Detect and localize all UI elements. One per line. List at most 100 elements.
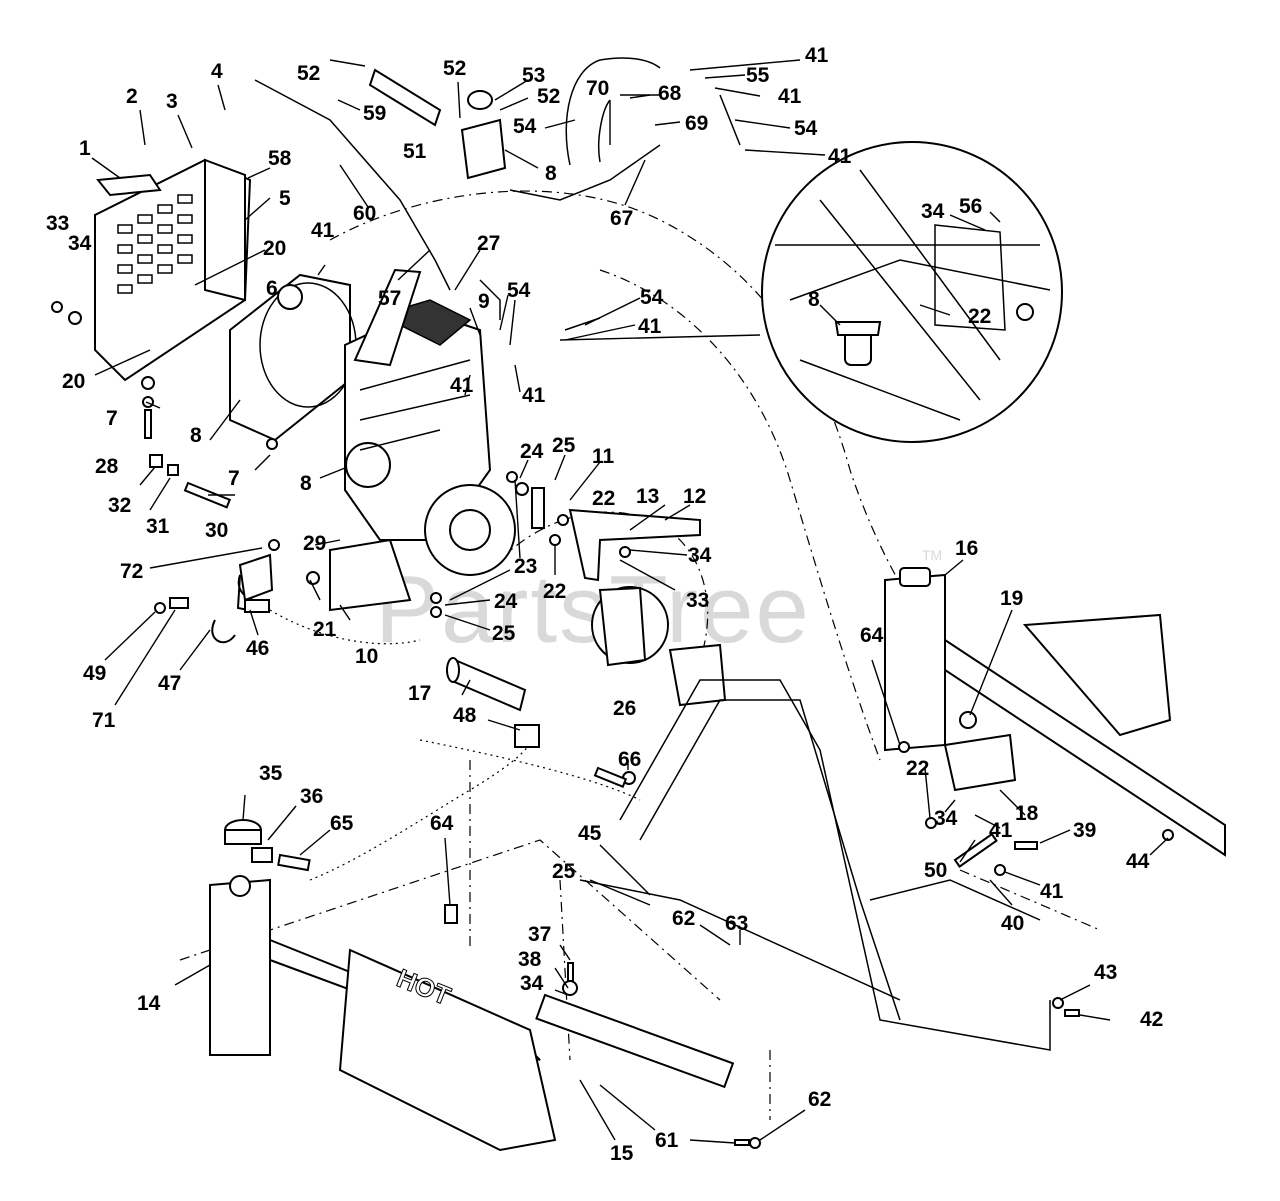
callout-68: 68 bbox=[658, 82, 682, 105]
fuel-tank bbox=[943, 711, 1017, 792]
callout-14: 14 bbox=[137, 992, 161, 1015]
callout-1: 1 bbox=[79, 137, 91, 160]
callout-8a: 8 bbox=[190, 424, 202, 447]
callout-52c: 52 bbox=[537, 85, 560, 108]
callout-56: 56 bbox=[959, 195, 982, 218]
radiator-shroud bbox=[94, 158, 252, 382]
callout-41d: 41 bbox=[311, 219, 335, 242]
callout-70: 70 bbox=[586, 77, 609, 100]
callout-27: 27 bbox=[477, 232, 500, 255]
callout-7a: 7 bbox=[106, 407, 118, 430]
callout-41a: 41 bbox=[805, 44, 829, 67]
right-beam bbox=[944, 613, 1226, 857]
callout-49: 49 bbox=[83, 662, 106, 685]
callout-23: 23 bbox=[514, 555, 537, 578]
callout-54a: 54 bbox=[513, 115, 537, 138]
callout-72: 72 bbox=[120, 560, 143, 583]
callout-45: 45 bbox=[578, 822, 602, 845]
callout-34c: 34 bbox=[688, 544, 712, 567]
callout-12: 12 bbox=[683, 485, 706, 508]
callout-41c: 41 bbox=[828, 145, 852, 168]
callout-22c: 22 bbox=[543, 580, 566, 603]
hydraulic-pump bbox=[591, 586, 727, 707]
callout-33b: 33 bbox=[686, 589, 709, 612]
callout-58: 58 bbox=[268, 147, 292, 170]
detail-circle bbox=[761, 141, 1063, 443]
callout-41b: 41 bbox=[778, 85, 802, 108]
callout-60: 60 bbox=[353, 202, 376, 225]
tank-cap bbox=[224, 819, 262, 845]
callout-50: 50 bbox=[924, 859, 947, 882]
callout-42: 42 bbox=[1140, 1008, 1163, 1031]
callout-48: 48 bbox=[453, 704, 477, 727]
callout-71: 71 bbox=[92, 709, 116, 732]
callout-20b: 20 bbox=[62, 370, 85, 393]
callout-41h: 41 bbox=[989, 819, 1013, 842]
callout-34a: 34 bbox=[68, 232, 92, 255]
callout-labels: 1 2 3 4 5 6 7 7 8 8 8 8 9 10 11 12 13 14… bbox=[46, 44, 1163, 1165]
callout-9: 9 bbox=[478, 290, 490, 313]
callout-44: 44 bbox=[1126, 850, 1150, 873]
callout-62b: 62 bbox=[808, 1088, 831, 1111]
callout-52a: 52 bbox=[297, 62, 320, 85]
callout-57: 57 bbox=[378, 287, 401, 310]
callout-24a: 24 bbox=[520, 440, 544, 463]
callout-2: 2 bbox=[126, 85, 138, 108]
callout-8d: 8 bbox=[808, 288, 820, 311]
callout-41g: 41 bbox=[522, 384, 546, 407]
callout-52b: 52 bbox=[443, 57, 466, 80]
callout-13: 13 bbox=[636, 485, 659, 508]
callout-24b: 24 bbox=[494, 590, 518, 613]
callout-26: 26 bbox=[613, 697, 636, 720]
callout-17: 17 bbox=[408, 682, 431, 705]
callout-37: 37 bbox=[528, 923, 551, 946]
callout-34d: 34 bbox=[934, 807, 958, 830]
engine-mount-plate bbox=[329, 508, 701, 612]
throttle-cable bbox=[254, 79, 451, 291]
callout-15: 15 bbox=[610, 1142, 634, 1165]
callout-28: 28 bbox=[95, 455, 119, 478]
callout-4: 4 bbox=[211, 60, 223, 83]
callout-34b: 34 bbox=[921, 200, 945, 223]
callout-41f: 41 bbox=[450, 374, 474, 397]
callout-8c: 8 bbox=[545, 162, 557, 185]
callout-34e: 34 bbox=[520, 972, 544, 995]
hydraulic-tank bbox=[884, 567, 946, 752]
callout-54b: 54 bbox=[794, 117, 818, 140]
callout-64b: 64 bbox=[430, 812, 454, 835]
callout-22b: 22 bbox=[592, 487, 615, 510]
callout-11: 11 bbox=[592, 445, 615, 468]
callout-31: 31 bbox=[146, 515, 170, 538]
callout-39: 39 bbox=[1073, 819, 1096, 842]
main-frame bbox=[579, 679, 1051, 1051]
callout-5: 5 bbox=[279, 187, 291, 210]
callout-35: 35 bbox=[259, 762, 283, 785]
engine bbox=[344, 268, 516, 576]
callout-6: 6 bbox=[266, 277, 278, 300]
callout-43: 43 bbox=[1094, 961, 1117, 984]
callout-55: 55 bbox=[746, 64, 770, 87]
air-cleaner bbox=[368, 68, 507, 180]
callout-41i: 41 bbox=[1040, 880, 1064, 903]
callout-62a: 62 bbox=[672, 907, 695, 930]
callout-25c: 25 bbox=[552, 860, 576, 883]
callout-59: 59 bbox=[363, 102, 386, 125]
callout-41e: 41 bbox=[638, 315, 662, 338]
left-beam: HOT bbox=[209, 875, 557, 1152]
callout-29: 29 bbox=[303, 532, 326, 555]
hardware bbox=[51, 301, 1174, 1149]
callout-40: 40 bbox=[1001, 912, 1024, 935]
callout-63: 63 bbox=[725, 912, 748, 935]
watermark-trademark: TM bbox=[922, 547, 942, 563]
callout-30: 30 bbox=[205, 519, 228, 542]
callout-7b: 7 bbox=[228, 467, 240, 490]
callout-22a: 22 bbox=[968, 305, 991, 328]
callout-53: 53 bbox=[522, 64, 545, 87]
callout-54d: 54 bbox=[640, 286, 664, 309]
callout-36: 36 bbox=[300, 785, 323, 808]
callout-69: 69 bbox=[685, 112, 708, 135]
callout-22d: 22 bbox=[906, 757, 929, 780]
callout-66: 66 bbox=[618, 748, 641, 771]
callout-16: 16 bbox=[955, 537, 978, 560]
callout-67: 67 bbox=[610, 207, 633, 230]
